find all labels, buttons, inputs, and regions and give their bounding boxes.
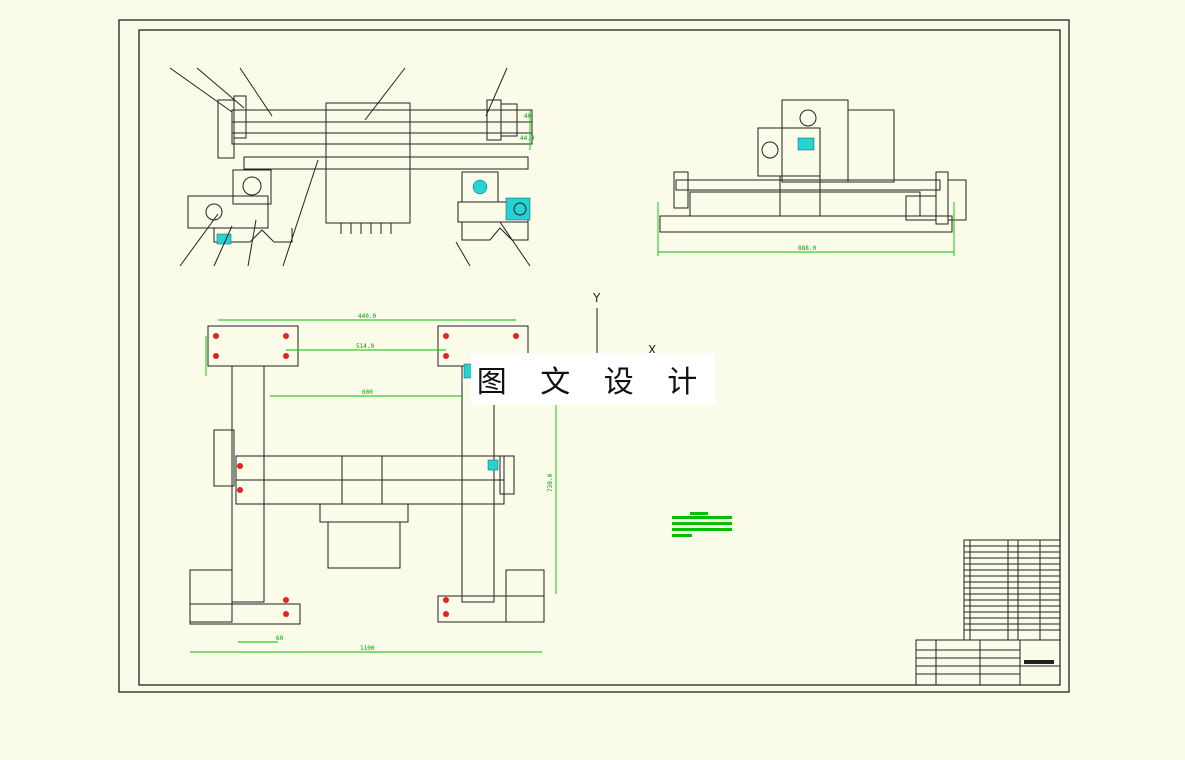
axis-label-x: X <box>648 343 656 357</box>
title-block <box>915 639 1061 686</box>
dim-overall-width: 1100 <box>360 645 375 652</box>
dim-left-offset: 60 <box>276 635 284 642</box>
axis-label-y: Y <box>592 291 601 305</box>
front-view: 44.0 40 <box>169 67 535 267</box>
top-view: 440.0 514.0 600 1100 730.0 60 <box>189 313 557 653</box>
ucs-axis: Y X <box>592 291 656 358</box>
dim-top-width: 440.0 <box>358 313 376 320</box>
dim-side-length: 888.0 <box>798 245 816 252</box>
dim-inner-width: 514.0 <box>356 343 374 350</box>
dim-top-a: 44.0 <box>520 135 535 142</box>
carriage-plate <box>325 102 411 224</box>
parts-list-table <box>963 539 1061 641</box>
watermark: 图 文 设 计 <box>471 353 715 405</box>
dim-height: 730.0 <box>547 474 554 492</box>
dim-span: 600 <box>362 389 373 396</box>
side-view: 888.0 <box>657 99 967 256</box>
technical-notes <box>672 512 732 537</box>
dim-top-b: 40 <box>524 113 532 120</box>
inner-frame <box>138 29 1061 686</box>
outer-frame <box>118 19 1070 693</box>
